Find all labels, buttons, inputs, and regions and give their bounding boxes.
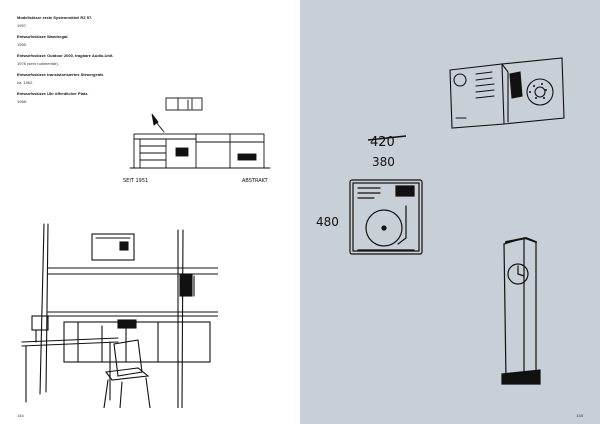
caption-year: 1968. [17, 99, 28, 104]
dimension-side-note: 480 [316, 215, 339, 229]
caption-title: Entwurfsskizze Wandregal. [17, 34, 69, 39]
caption-1: Modellskizze erste Systemmöbel RZ 57. 19… [17, 15, 167, 28]
caption-year: 1955. [17, 42, 28, 47]
caption-year: 1957. [17, 23, 28, 28]
shelf-system-sketch: SEIT 1951 ABSTRAKT [123, 97, 271, 184]
left-page: Modellskizze erste Systemmöbel RZ 57. 19… [17, 15, 271, 418]
page-number-right: 145 [576, 413, 583, 418]
public-clock-sketch [501, 236, 541, 385]
sketch-note-left: SEIT 1951 [123, 178, 148, 184]
dimension-side: 480 [316, 215, 339, 229]
right-page: 420 380 480 [300, 0, 600, 424]
caption-title: Entwurfsskizze Outdoor 2000, tragbare Au… [17, 53, 114, 58]
caption-title: Modellskizze erste Systemmöbel RZ 57. [17, 15, 93, 20]
caption-5: Entwurfsskizze Uhr öffentlicher Platz. 1… [17, 91, 167, 104]
audio-unit-sketch [449, 57, 565, 129]
caption-3: Entwurfsskizze Outdoor 2000, tragbare Au… [17, 53, 167, 66]
tuner-sketch [349, 179, 423, 255]
page-number-left: 144 [17, 413, 24, 418]
caption-list: Modellskizze erste Systemmöbel RZ 57. 19… [17, 15, 167, 110]
caption-4: Entwurfsskizze transistorisiertes Steuer… [17, 72, 167, 85]
caption-year: ca. 1962. [17, 80, 34, 85]
caption-title: Entwurfsskizze Uhr öffentlicher Platz. [17, 91, 89, 96]
dimension-notes: 420 380 [367, 135, 407, 169]
dimension-top: 380 [372, 155, 395, 169]
caption-title: Entwurfsskizze transistorisiertes Steuer… [17, 72, 104, 77]
interior-sketch [21, 223, 218, 408]
sketch-note-right: ABSTRAKT [242, 178, 269, 184]
caption-2: Entwurfsskizze Wandregal. 1955. [17, 34, 167, 47]
caption-year: 1978 (sehr rudimentär). [17, 61, 59, 66]
